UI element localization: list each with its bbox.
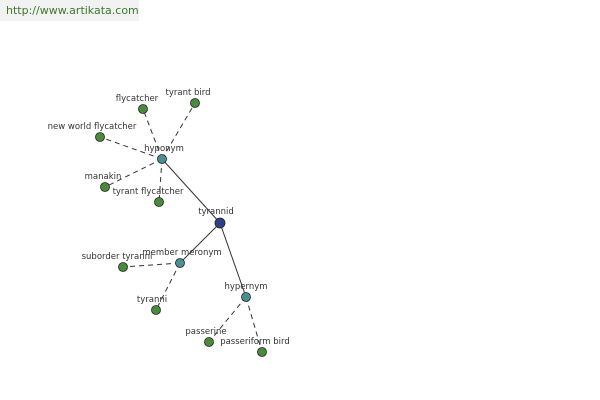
node-hyponym[interactable]	[157, 154, 167, 164]
node-label-new-world-flycatcher: new world flycatcher	[48, 122, 137, 132]
edge-hypernym-to-passeriform-bird	[245, 296, 263, 353]
labels-layer: tyrannid hyponym member meronym hypernym fly…	[48, 88, 290, 347]
node-label-suborder-tyranni: suborder tyranni	[82, 252, 153, 262]
edge-hyponym-to-tyrant-flycatcher	[158, 158, 163, 203]
edge-member-meronym-to-suborder-tyranni	[122, 262, 181, 268]
node-label-tyrannid: tyrannid	[198, 207, 234, 217]
edge-tyrannid-to-member-meronym	[179, 222, 221, 264]
node-hypernym[interactable]	[241, 292, 251, 302]
node-label-hypernym: hypernym	[224, 282, 267, 292]
node-member-meronym[interactable]	[175, 258, 185, 268]
edge-tyrannid-to-hyponym	[161, 158, 221, 224]
node-tyrannid[interactable]	[214, 217, 226, 229]
node-passeriform-bird[interactable]	[257, 347, 267, 357]
edge-tyrannid-to-hypernym	[219, 222, 247, 298]
node-label-tyranni: tyranni	[137, 295, 167, 305]
node-manakin[interactable]	[100, 182, 110, 192]
watermark-url: http://www.artikata.com	[0, 0, 139, 21]
node-flycatcher[interactable]	[138, 104, 148, 114]
edges-layer	[99, 102, 263, 353]
edge-hypernym-to-passerine	[208, 296, 247, 343]
node-tyrant-bird[interactable]	[190, 98, 200, 108]
node-label-hyponym: hyponym	[144, 144, 184, 154]
node-passerine[interactable]	[204, 337, 214, 347]
node-label-passerine: passerine	[185, 327, 226, 337]
node-new-world-flycatcher[interactable]	[95, 132, 105, 142]
node-label-manakin: manakin	[85, 172, 122, 182]
node-label-tyrant-flycatcher: tyrant flycatcher	[113, 187, 184, 197]
edge-hyponym-to-manakin	[104, 158, 163, 188]
node-label-flycatcher: flycatcher	[116, 94, 159, 104]
edge-hyponym-to-new-world-flycatcher	[99, 136, 163, 160]
node-label-passeriform-bird: passeriform bird	[220, 337, 290, 347]
node-tyranni[interactable]	[151, 305, 161, 315]
node-tyrant-flycatcher[interactable]	[154, 197, 164, 207]
edge-hyponym-to-tyrant-bird	[161, 102, 196, 160]
node-label-tyrant-bird: tyrant bird	[166, 88, 211, 98]
nodes-layer	[95, 98, 267, 357]
node-suborder-tyranni[interactable]	[118, 262, 128, 272]
node-label-member-meronym: member meronym	[142, 248, 221, 258]
